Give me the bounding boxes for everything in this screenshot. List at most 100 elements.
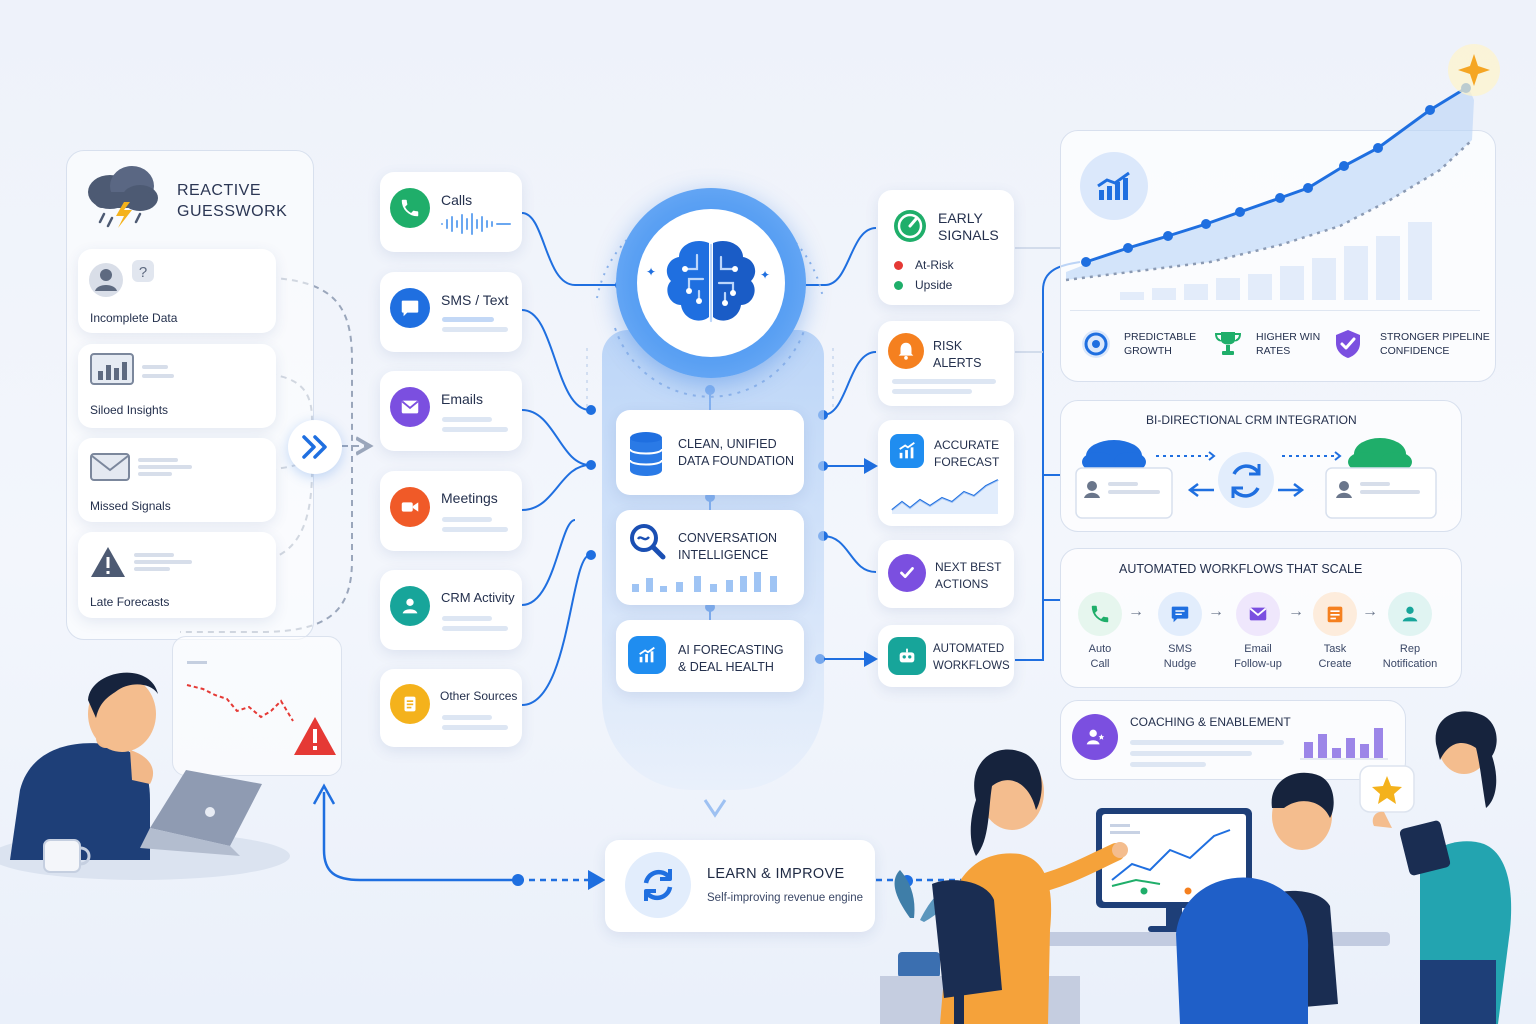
coaching-user-icon [1072,714,1118,760]
upside-label: Upside [915,278,953,292]
automated-workflows-card[interactable]: AUTOMATED WORKFLOWS [878,625,1014,687]
conversation-label: CONVERSATION INTELLIGENCE [678,531,778,562]
database-icon [629,432,663,476]
storm-cloud-icon [80,160,162,237]
phone-icon [1078,592,1122,636]
source-card-emails[interactable]: Emails [380,371,522,451]
mail-icon [90,452,196,487]
automated-workflows-label: AUTOMATED WORKFLOWS [933,643,1010,672]
source-card-calls[interactable]: Calls [380,172,522,252]
sparkle-icon: ✦ [760,268,771,282]
accurate-forecast-label: ACCURATE FORECAST [934,438,1000,469]
early-signals-label: EARLY SIGNALS [938,210,999,243]
source-card-meetings[interactable]: Meetings [380,471,522,551]
workflow-step-rep: Rep Notification [1378,592,1442,672]
document-icon [390,684,430,724]
risk-alerts-label: RISK ALERTS [933,339,982,370]
bar-trend-icon [890,434,924,468]
alert-triangle-icon [294,717,336,755]
mini-bar-chart [632,572,777,592]
upside-dot [894,281,903,290]
accurate-forecast-card[interactable]: ACCURATE FORECAST [878,420,1014,526]
declining-chart-card [172,636,342,776]
source-card-other[interactable]: Other Sources [380,669,522,747]
at-risk-label: At-Risk [915,258,954,272]
source-label-calls: Calls [441,192,473,208]
reactive-title-1: REACTIVE [177,182,262,199]
learn-improve-title: LEARN & IMPROVE [707,866,845,882]
source-card-crm[interactable]: CRM Activity [380,570,522,650]
coaching-bar-chart [1300,728,1388,760]
problem-label-late: Late Forecasts [90,595,170,609]
chat-bubble-icon [1158,592,1202,636]
brain-circuit-icon [666,240,756,323]
problem-label-missed: Missed Signals [90,499,171,513]
risk-alerts-card[interactable]: RISK ALERTS [878,321,1014,406]
gauge-icon [894,210,926,242]
phone-icon [390,188,430,228]
coaching-title: COACHING & ENABLEMENT [1130,715,1291,729]
workflow-step-task: Task Create [1305,592,1365,672]
next-best-actions-card[interactable]: NEXT BEST ACTIONS [878,540,1014,608]
problem-label-incomplete: Incomplete Data [90,311,178,325]
brain-inner-disc [637,209,785,357]
source-label-other: Other Sources [440,689,518,703]
robot-icon [888,637,926,675]
magnifier-icon [630,524,666,560]
video-camera-icon [390,487,430,527]
workflow-step-label: Rep Notification [1382,643,1438,670]
learn-improve-subtitle: Self-improving revenue engine [707,892,863,904]
task-list-icon [1313,592,1357,636]
team-collaboration-illustration [880,700,1536,1024]
svg-text:?: ? [139,264,147,281]
crm-integration-title: BI-DIRECTIONAL CRM INTEGRATION [1146,413,1357,427]
reactive-title-2: GUESSWORK [177,203,288,220]
workflow-step-label: Auto Call [1088,643,1112,670]
result-predictable-growth: PREDICTABLE GROWTH [1080,328,1196,360]
refresh-icon [625,852,691,918]
learn-improve-card[interactable]: LEARN & IMPROVE Self-improving revenue e… [605,840,875,932]
workflow-step-auto-call: Auto Call [1070,592,1130,672]
at-risk-dot [894,261,903,270]
higher-win-rates-label: HIGHER WIN RATES [1256,331,1321,357]
arrow-right-icon: → [1208,603,1224,620]
envelope-icon [390,387,430,427]
shield-check-icon [1336,330,1360,358]
checkmark-icon [888,554,926,592]
warning-icon [90,545,196,584]
arrow-right-icon: → [1362,603,1378,620]
crm-integration-diagram [1075,438,1437,519]
growth-panel-divider [1070,310,1480,311]
source-label-meetings: Meetings [441,490,498,506]
transition-chevron-button[interactable] [288,420,342,474]
growth-chart-icon [1080,152,1148,220]
source-card-sms[interactable]: SMS / Text [380,272,522,352]
source-label-crm: CRM Activity [441,590,515,605]
early-signals-card[interactable]: EARLY SIGNALS At-Risk Upside [878,190,1014,305]
workflow-step-label: Email Follow-up [1234,643,1282,670]
trend-chart-icon [628,636,666,674]
workflow-step-label: Task Create [1318,643,1352,670]
forecast-sparkline [891,479,999,514]
source-label-emails: Emails [441,391,484,407]
next-best-actions-label: NEXT BEST ACTIONS [935,560,1002,591]
double-chevron-icon [302,435,327,459]
ai-forecasting-card[interactable]: AI FORECASTING & DEAL HEALTH [616,620,804,692]
problem-label-siloed: Siloed Insights [90,403,169,417]
bar-chart-icon [90,353,180,392]
user-question-icon: ? [88,258,158,307]
workflow-step-sms: SMS Nudge [1150,592,1210,672]
ai-forecasting-label: AI FORECASTING & DEAL HEALTH [678,643,784,674]
workflow-step-email: Email Follow-up [1228,592,1288,672]
chat-bubble-icon [390,288,430,328]
user-profile-icon [1388,592,1432,636]
conversation-intelligence-card[interactable]: CONVERSATION INTELLIGENCE [616,510,804,605]
workflow-step-label: SMS Nudge [1163,643,1197,670]
sparkle-icon: ✦ [646,265,657,279]
user-profile-icon [390,586,430,626]
arrow-right-icon: → [1128,603,1144,620]
envelope-icon [1236,592,1280,636]
data-foundation-card[interactable]: CLEAN, UNIFIED DATA FOUNDATION [616,410,804,495]
waveform-icon [441,213,511,235]
result-higher-win-rates: HIGHER WIN RATES [1212,328,1320,360]
